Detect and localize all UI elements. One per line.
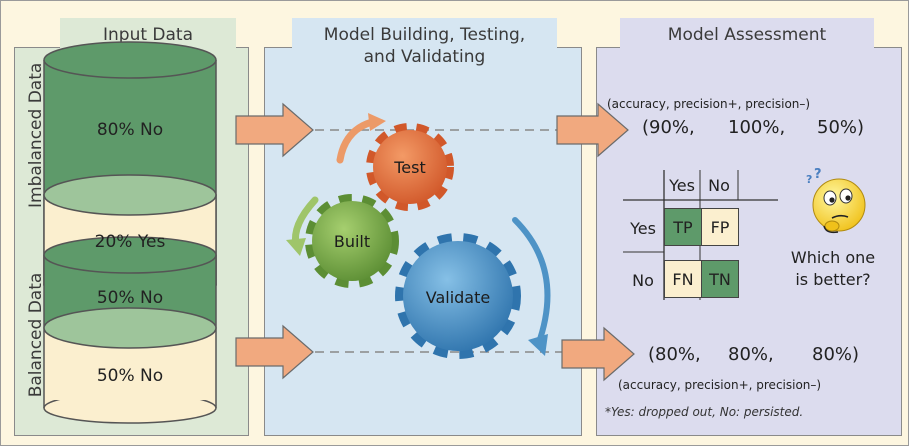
top-metrics-label: (accuracy, precision+, precision–) (607, 97, 811, 111)
balanced-top-text: 50% No (96, 288, 164, 308)
model-header-line2: and Validating (363, 47, 486, 67)
footnote: *Yes: dropped out, No: persisted. (605, 405, 804, 419)
arrow-bottom-out (561, 326, 635, 382)
arrow-top-out (556, 102, 629, 158)
arrow-balanced-in (235, 324, 314, 380)
top-metric-precision-pos: 100%, (728, 117, 786, 138)
top-metric-accuracy: (90%, (642, 117, 695, 138)
svg-text:?: ? (814, 167, 822, 182)
model-assessment-panel (596, 47, 902, 436)
gear-test-label: Test (394, 158, 426, 177)
top-metric-precision-neg: 50%) (817, 117, 865, 138)
gear-validate-label: Validate (425, 288, 491, 307)
arrow-imbalanced-in (235, 102, 314, 158)
gear-test (366, 123, 454, 211)
imbalanced-data-label: Imbalanced Data (26, 62, 46, 208)
cm-col-no: No (708, 176, 730, 195)
svg-text:?: ? (806, 173, 812, 186)
bottom-metric-accuracy: (80%, (648, 344, 701, 365)
gear-built-label: Built (333, 232, 371, 251)
cm-cell-fp: FP (701, 208, 739, 246)
question-line2: is better? (795, 270, 871, 289)
cm-row-yes: Yes (630, 219, 656, 238)
gear-validate (395, 233, 521, 359)
balanced-cylinder (43, 236, 217, 424)
cm-row-no: No (632, 271, 654, 290)
gear-built (305, 194, 399, 288)
model-building-header: Model Building, Testing, and Validating (292, 18, 557, 82)
cm-cell-tn: TN (701, 260, 739, 298)
model-header-line1: Model Building, Testing, (323, 25, 526, 45)
thinking-face-icon: ? ? (806, 167, 866, 234)
model-assessment-header: Model Assessment (620, 18, 874, 50)
curved-arrow-blue (512, 217, 551, 348)
bottom-metric-precision-pos: 80%, (728, 344, 774, 365)
cm-col-yes: Yes (669, 176, 695, 195)
curved-arrow-orange (336, 118, 376, 164)
imbalanced-top-text: 80% No (96, 120, 164, 140)
bottom-metric-precision-neg: 80%) (812, 344, 860, 365)
imbalanced-bottom-text: 20% Yes (94, 232, 166, 252)
question-line1: Which one (790, 248, 876, 267)
balanced-data-label: Balanced Data (26, 272, 46, 398)
balanced-bottom-text: 50% No (96, 366, 164, 386)
bottom-metrics-label: (accuracy, precision+, precision–) (618, 378, 822, 392)
cm-cell-fn: FN (664, 260, 702, 298)
cm-cell-tp: TP (664, 208, 702, 246)
